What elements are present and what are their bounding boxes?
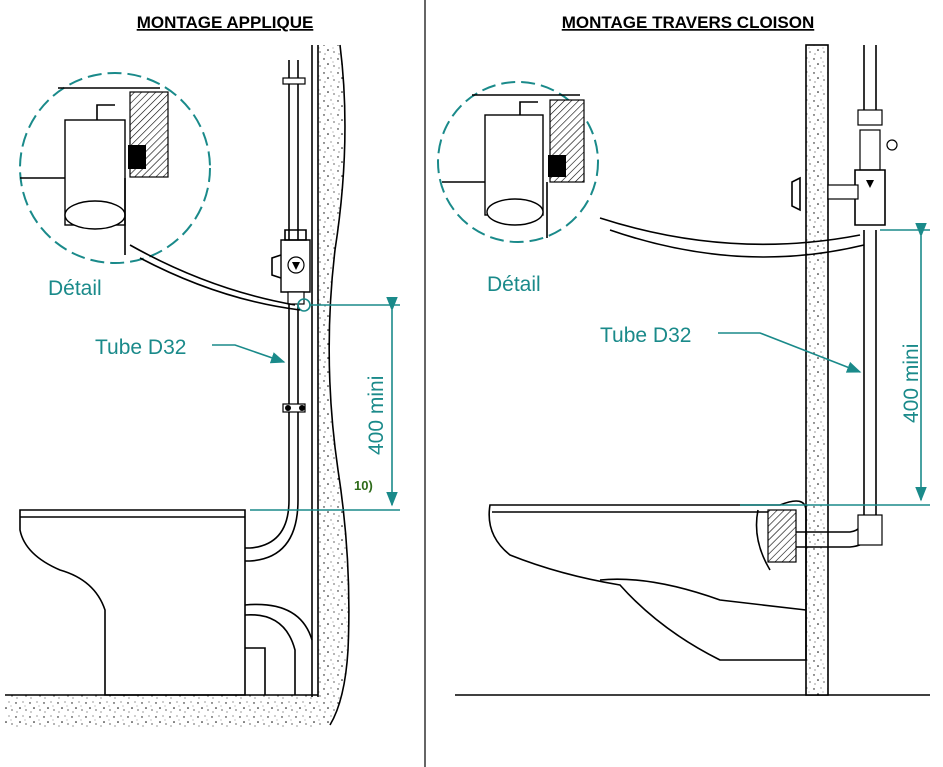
- right-panel-title: MONTAGE TRAVERS CLOISON: [562, 13, 815, 32]
- right-dimension: [740, 223, 930, 506]
- left-flush-valve: [271, 229, 311, 312]
- left-detail-circle: [19, 72, 301, 311]
- left-detail-label: Détail: [48, 277, 102, 300]
- right-tube-label: Tube D32: [600, 324, 691, 347]
- right-wc-bowl: [488, 500, 807, 661]
- right-dimension-label: 400 mini: [900, 344, 923, 423]
- right-flush-valve: [791, 109, 898, 226]
- right-detail-circle: [437, 81, 865, 258]
- left-panel: MONTAGE APPLIQUE: [5, 13, 400, 728]
- left-dimension-label: 400 mini: [365, 376, 388, 455]
- right-tube: [790, 45, 883, 548]
- right-detail-label: Détail: [487, 273, 541, 296]
- right-tube-leader: [718, 332, 862, 373]
- left-note-label: 10): [354, 478, 373, 493]
- left-tube: [245, 60, 306, 562]
- right-panel: MONTAGE TRAVERS CLOISON: [437, 13, 930, 696]
- left-dimension: [250, 297, 400, 511]
- left-wall: [311, 44, 350, 726]
- left-panel-title: MONTAGE APPLIQUE: [137, 13, 314, 32]
- right-partition-wall: [805, 44, 829, 696]
- left-wc-bowl: [19, 509, 313, 696]
- left-tube-leader: [212, 344, 286, 364]
- left-floor: [5, 694, 320, 728]
- left-tube-label: Tube D32: [95, 336, 186, 359]
